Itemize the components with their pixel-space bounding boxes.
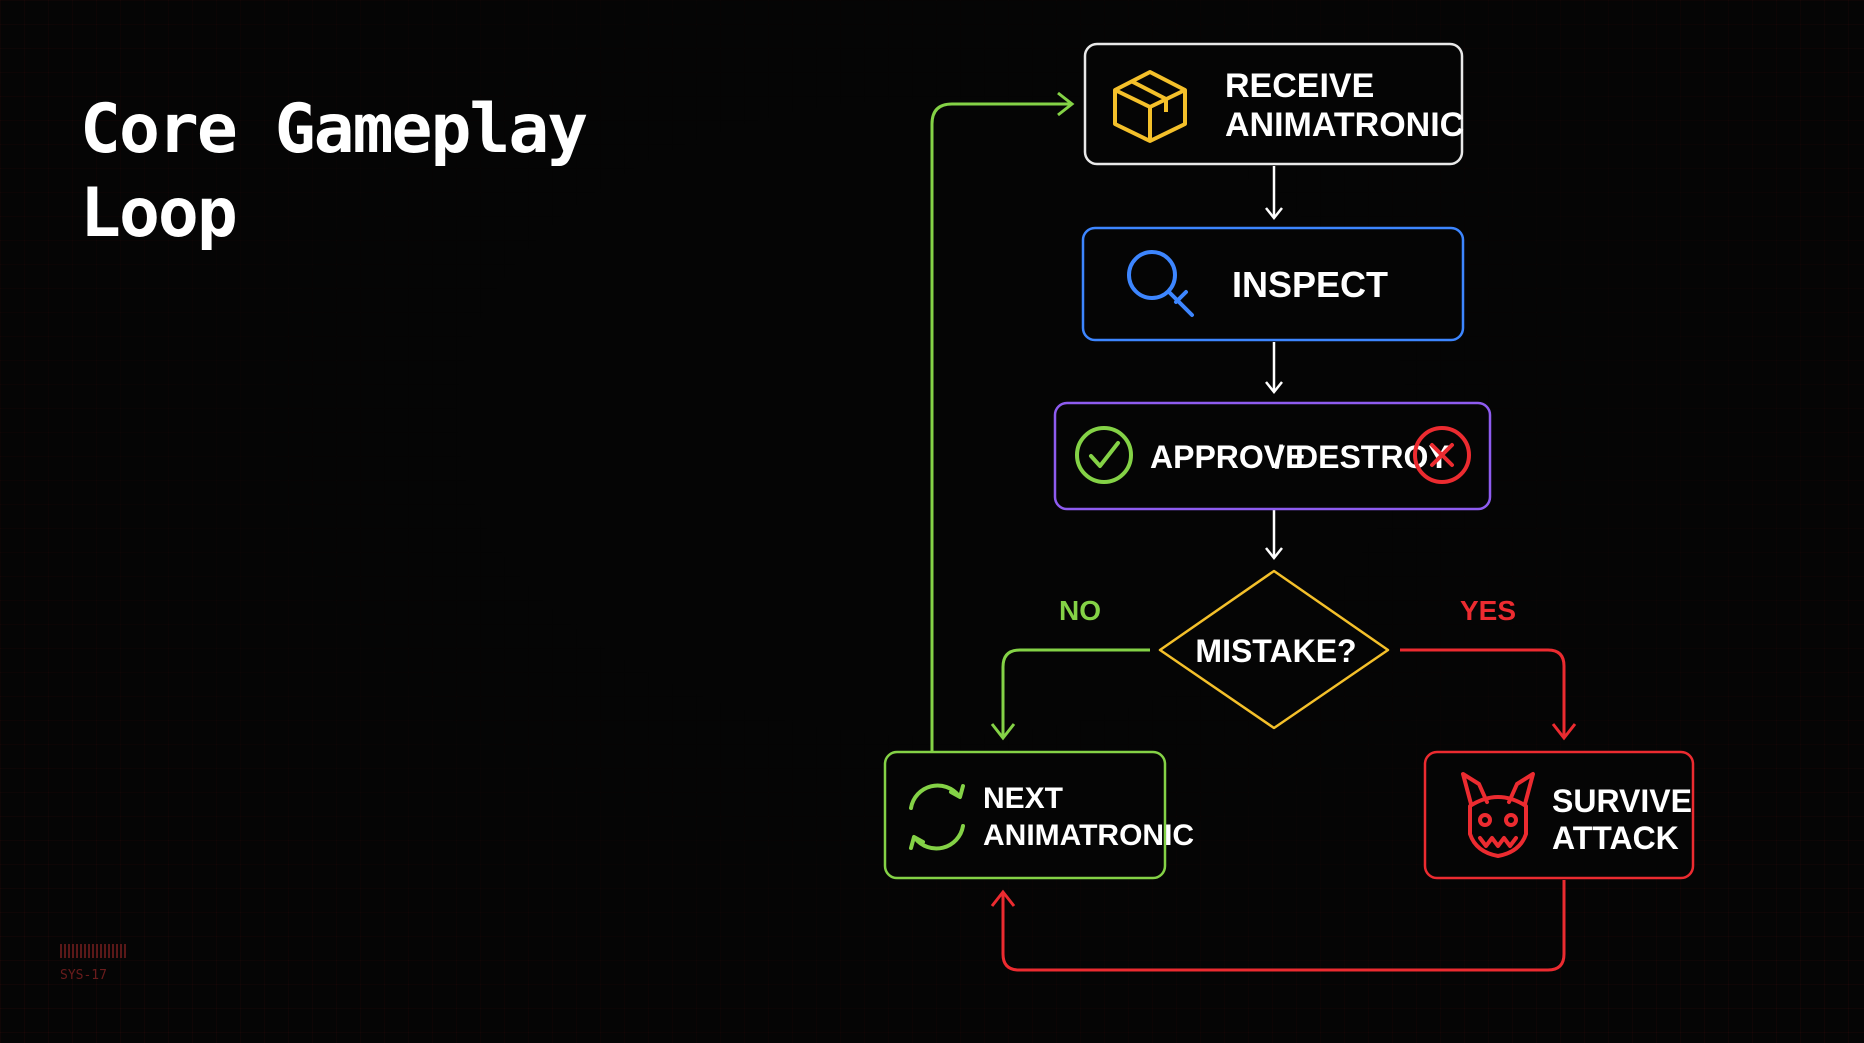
survive-line-2: ATTACK: [1552, 820, 1679, 856]
inspect-label: INSPECT: [1232, 264, 1388, 305]
arrow-no-branch: [990, 648, 1150, 741]
destroy-label: DESTROY: [1295, 439, 1450, 475]
title-line-1: Core Gameplay: [80, 90, 588, 169]
check-circle-icon: [1075, 426, 1133, 484]
page-title: Core Gameplay Loop: [80, 88, 588, 256]
node-survive-attack: SURVIVE ATTACK: [1423, 750, 1695, 880]
x-circle-icon: [1413, 426, 1471, 484]
node-inspect: INSPECT: [1081, 226, 1465, 342]
title-line-2: Loop: [80, 174, 238, 253]
barcode-decoration: [60, 944, 128, 958]
refresh-icon: [909, 783, 965, 851]
survive-line-1: SURVIVE: [1552, 783, 1692, 819]
system-label: SYS-17: [60, 968, 107, 983]
arrow-inspect-to-decide: [1265, 342, 1283, 395]
yes-label: YES: [1460, 595, 1516, 626]
arrow-receive-to-inspect: [1265, 166, 1283, 221]
node-receive-animatronic: RECEIVE ANIMATRONIC: [1083, 42, 1464, 166]
arrow-yes-branch: [1400, 648, 1577, 741]
arrow-decide-to-mistake: [1265, 510, 1283, 561]
approve-label: APPROVE: [1150, 439, 1306, 475]
node-next-animatronic: NEXT ANIMATRONIC: [883, 750, 1194, 880]
magnifier-icon: [1127, 250, 1194, 317]
no-label: NO: [1059, 595, 1101, 626]
mistake-label: MISTAKE?: [1195, 633, 1356, 669]
next-line-1: NEXT: [983, 782, 1063, 815]
arrow-loop-back: [930, 91, 1075, 752]
node-mistake-decision: MISTAKE?: [1158, 569, 1390, 730]
bunny-skull-icon: [1461, 772, 1535, 858]
receive-line-1: RECEIVE: [1225, 67, 1374, 105]
next-line-2: ANIMATRONIC: [983, 819, 1194, 852]
receive-line-2: ANIMATRONIC: [1225, 106, 1464, 144]
arrow-survive-to-next: [990, 880, 1566, 972]
node-approve-destroy: APPROVE / DESTROY: [1053, 401, 1492, 511]
box-icon: [1113, 70, 1187, 143]
decision-separator: /: [1275, 439, 1284, 475]
